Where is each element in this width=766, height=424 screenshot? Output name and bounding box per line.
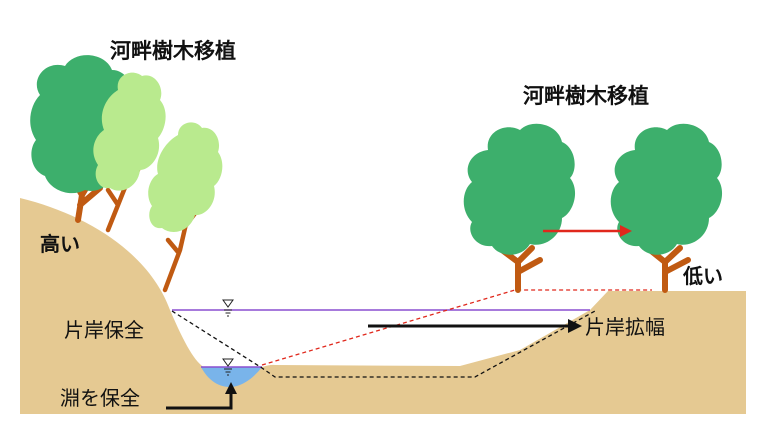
original-channel-dashed — [171, 310, 596, 378]
label-low: 低い — [682, 264, 723, 288]
label-pool-preserve: 淵を保全 — [60, 386, 140, 410]
label-bank-widening: 片岸拡幅 — [585, 315, 665, 339]
widened-channel-dashed — [261, 289, 652, 366]
water-level-marker-upper — [222, 299, 234, 317]
label-bank-preserve: 片岸保全 — [64, 318, 144, 342]
water-level-marker-lower — [222, 358, 234, 376]
label-tree-transplant-right: 河畔樹木移植 — [523, 84, 649, 108]
ground-cross-section — [20, 198, 746, 414]
label-tree-transplant-left: 河畔樹木移植 — [110, 39, 236, 63]
tree-right-transplanted — [610, 123, 723, 293]
label-high: 高い — [40, 232, 80, 256]
tree-right-original — [463, 123, 576, 293]
pool-water — [201, 367, 262, 387]
bank-widening-arrow — [368, 319, 582, 333]
tree-light-left-2 — [148, 122, 223, 293]
tree-light-left-1 — [93, 72, 166, 233]
tree-relocation-arrow — [543, 225, 632, 237]
pool-preserve-arrow — [166, 382, 237, 410]
